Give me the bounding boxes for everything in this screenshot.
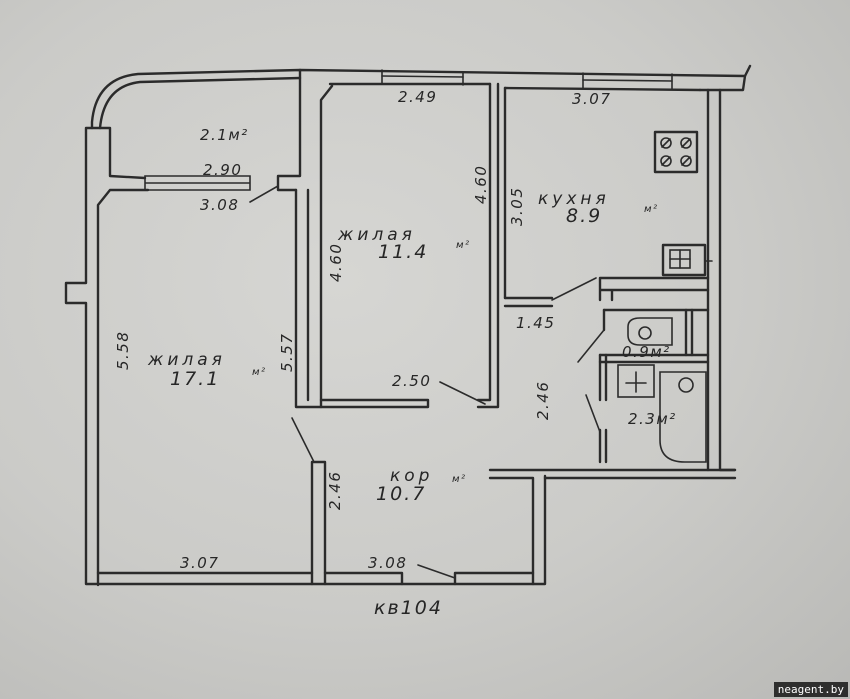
room-name-living-large: жилая [147,350,226,370]
watermark: neagent.by [773,682,848,697]
dim-kitchen-left: 3.05 [508,187,526,226]
room-name-corridor: кор [390,466,433,486]
room-unit-living-small: м² [456,240,471,251]
apartment-label: кв104 [374,597,443,619]
left-wall [64,68,547,587]
room-area-kitchen: 8.9 [566,205,602,227]
dim-small-room-bottom: 2.50 [392,372,431,390]
dim-hall-passage: 1.45 [516,314,555,332]
dim-corridor-left: 2.46 [326,471,344,510]
stove-icon [653,130,699,174]
room-area-corridor: 10.7 [376,483,426,505]
room-name-kitchen: кухня [538,189,610,209]
dim-small-room-top: 2.49 [398,88,437,106]
room-unit-kitchen: м² [644,204,659,215]
room-unit-living-large: м² [252,367,267,378]
dim-balcony-width: 2.90 [203,161,242,179]
room-unit-corridor: м² [452,474,467,485]
washbasin-icon [617,364,655,398]
toilet-area: 0.9м² [622,343,671,361]
partition-walls [96,82,737,586]
dim-hall-side: 2.46 [534,381,552,420]
dim-entrance-bottom: 3.08 [368,554,407,572]
bathroom-area: 2.3м² [628,410,677,428]
dim-kitchen-top: 3.07 [572,90,611,108]
room-area-living-large: 17.1 [170,368,220,390]
dim-small-room-left: 4.60 [327,243,345,282]
balcony-area: 2.1м² [200,126,249,144]
dim-balcony-door: 3.08 [200,196,239,214]
bathtub-icon [659,371,707,463]
dim-small-room-right: 4.60 [472,165,490,204]
room-name-living-small: жилая [337,225,416,245]
sink-icon [661,243,713,277]
toilet-icon [627,317,673,346]
dim-large-room-right: 5.57 [278,333,296,372]
dim-large-room-bottom: 3.07 [180,554,219,572]
dim-large-room-left: 5.58 [114,331,132,370]
room-area-living-small: 11.4 [378,241,428,263]
outer-walls [90,64,752,130]
